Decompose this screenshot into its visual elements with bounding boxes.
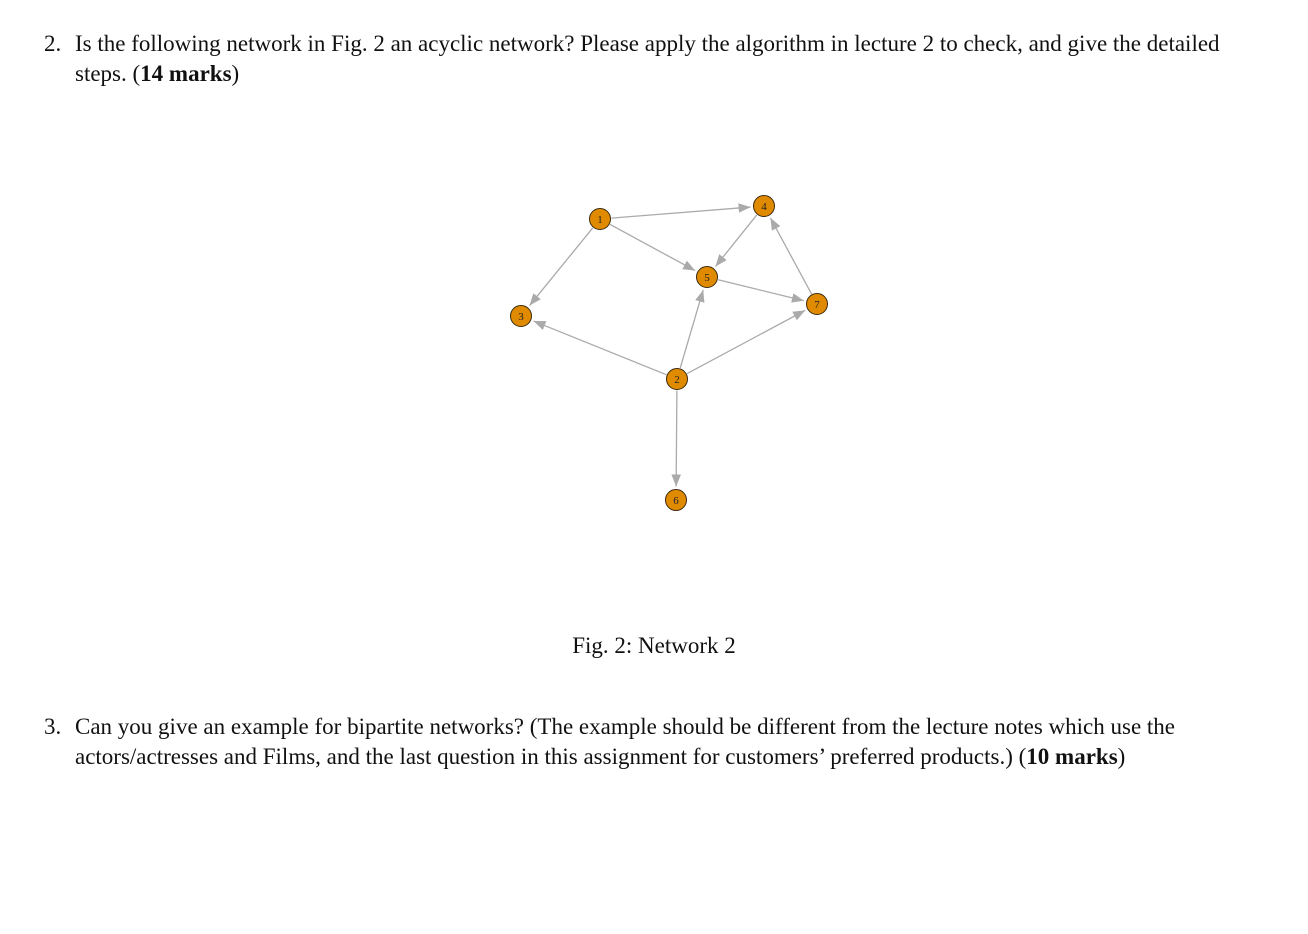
edge-1-to-3 <box>529 227 594 306</box>
marks-open-paren: ( <box>1018 744 1027 769</box>
edge-5-to-7 <box>718 279 805 303</box>
edge-2-to-5 <box>679 289 705 369</box>
edge-1-to-4 <box>611 203 751 219</box>
node-circle <box>589 208 611 230</box>
question-3-number: 3. <box>44 714 62 739</box>
marks-close-paren: ) <box>231 61 240 86</box>
figure-caption-text: Fig. 2: Network 2 <box>572 633 736 658</box>
node-circle <box>806 293 828 315</box>
node-circle <box>665 489 687 511</box>
node-label: 2 <box>674 374 680 386</box>
edges-layer <box>529 203 813 487</box>
node-circle <box>696 266 718 288</box>
node-circle <box>510 305 532 327</box>
marks-value: 10 marks <box>1026 744 1118 769</box>
edge-7-to-4 <box>769 217 813 295</box>
question-2-prompt: Is the following network in Fig. 2 an ac… <box>75 31 1220 86</box>
question-3: 3. Can you give an example for bipartite… <box>44 712 1274 772</box>
question-2: 2. Is the following network in Fig. 2 an… <box>44 29 1244 89</box>
edge-1-to-5 <box>609 223 696 272</box>
edge-2-to-3 <box>533 320 667 376</box>
edge-2-to-6 <box>671 390 682 487</box>
figure-caption: Fig. 2: Network 2 <box>0 631 1308 661</box>
node-1: 1 <box>589 208 611 230</box>
node-circle <box>666 368 688 390</box>
node-label: 1 <box>597 214 603 226</box>
question-2-text: Is the following network in Fig. 2 an ac… <box>75 29 1244 89</box>
question-2-number: 2. <box>44 31 62 56</box>
node-4: 4 <box>753 195 775 217</box>
node-3: 3 <box>510 305 532 327</box>
question-2-marks: (14 marks) <box>133 61 240 86</box>
node-6: 6 <box>665 489 687 511</box>
node-label: 5 <box>704 272 710 284</box>
node-2: 2 <box>666 368 688 390</box>
edge-2-to-7 <box>686 309 806 375</box>
question-3-text: Can you give an example for bipartite ne… <box>75 712 1274 772</box>
marks-value: 14 marks <box>140 61 232 86</box>
marks-open-paren: ( <box>132 61 141 86</box>
marks-close-paren: ) <box>1117 744 1126 769</box>
node-label: 4 <box>761 201 767 213</box>
question-3-prompt: Can you give an example for bipartite ne… <box>75 714 1176 769</box>
nodes-layer: 1 2 3 4 5 6 7 <box>510 195 828 511</box>
node-5: 5 <box>696 266 718 288</box>
node-label: 3 <box>518 311 524 323</box>
question-3-marks: (10 marks) <box>1019 744 1126 769</box>
node-7: 7 <box>806 293 828 315</box>
node-label: 7 <box>814 299 820 311</box>
node-label: 6 <box>673 495 679 507</box>
node-circle <box>753 195 775 217</box>
edge-4-to-5 <box>714 214 758 267</box>
